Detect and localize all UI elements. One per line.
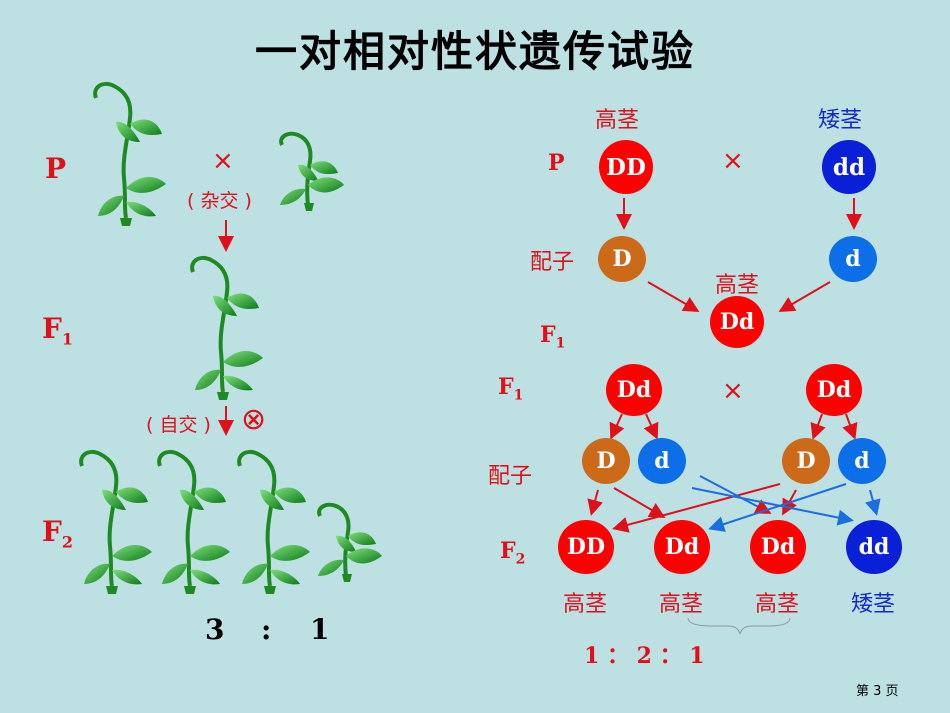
arrow-d-to-Dd2 bbox=[699, 475, 772, 514]
right-f1b-label: F1 bbox=[498, 374, 524, 404]
arrow-D2-to-Dd2 bbox=[782, 489, 797, 516]
arrow-f1r-to-d bbox=[842, 413, 858, 440]
gamete-label: 配子 bbox=[530, 250, 575, 275]
f2-genotype-dd: dd bbox=[846, 520, 902, 574]
arrow-d2-to-dd bbox=[865, 489, 881, 516]
f1-Dd-circle: Dd bbox=[710, 296, 764, 348]
f1-gamete-d-1: d bbox=[638, 438, 686, 484]
arrow-D-to-DD bbox=[587, 489, 603, 516]
f2-tall-plant-3 bbox=[237, 449, 312, 596]
f1-tall-plant bbox=[190, 255, 265, 402]
gamete-d-circle: d bbox=[829, 236, 877, 282]
arrow-gamete-r-to-f1 bbox=[778, 281, 831, 313]
slide-title: 一对相对性状遗传试验 bbox=[254, 27, 695, 76]
short-label-top: 矮茎 bbox=[818, 108, 863, 133]
right-f1-label: F1 bbox=[540, 322, 566, 352]
f2-phenotype-4: 矮茎 bbox=[851, 592, 896, 617]
cross-text: ( 杂交 ) bbox=[187, 190, 252, 212]
selfing-symbol: ⊗ bbox=[241, 402, 267, 437]
f1-gamete-D-1: D bbox=[582, 438, 630, 484]
brace bbox=[687, 617, 791, 635]
arrow-f1l-to-D bbox=[609, 413, 625, 440]
f1-generation-label: F1 bbox=[42, 312, 74, 349]
f2-short-plant bbox=[316, 502, 384, 584]
arrow-D2-to-DD bbox=[612, 483, 781, 533]
f2-phenotype-2: 高茎 bbox=[659, 592, 704, 617]
f1-tall-label: 高茎 bbox=[715, 273, 760, 298]
f2-generation-label: F2 bbox=[42, 515, 74, 552]
f2-genotype-DD: DD bbox=[558, 520, 614, 574]
ratio-short: 1 bbox=[310, 613, 330, 646]
gamete-label-2: 配子 bbox=[488, 464, 533, 489]
right-f2-label: F2 bbox=[500, 538, 526, 568]
f1-right-Dd-circle: Dd bbox=[806, 364, 862, 416]
arrow-gamete-d-to-f1 bbox=[647, 281, 700, 313]
gamete-D-circle: D bbox=[598, 236, 646, 282]
f2-tall-plant-2 bbox=[157, 449, 232, 596]
page-number: 第 3 页 bbox=[856, 684, 899, 699]
right-p-label: P bbox=[548, 150, 565, 176]
arrow-d-to-dd bbox=[691, 487, 854, 526]
arrow-d2-to-Dd1 bbox=[708, 483, 847, 532]
f2-genotype-Dd-2: Dd bbox=[750, 520, 806, 574]
p-short-plant bbox=[278, 131, 346, 213]
f1-left-Dd-circle: Dd bbox=[606, 364, 662, 416]
parent-DD-circle: DD bbox=[599, 140, 653, 194]
arrow-D-to-Dd1 bbox=[613, 487, 666, 519]
ratio-tall: 3 bbox=[205, 613, 225, 646]
right-cross-symbol-2: × bbox=[722, 376, 744, 406]
f1-gamete-d-2: d bbox=[838, 438, 886, 484]
p-tall-plant bbox=[93, 81, 168, 228]
ratio-colon: : bbox=[261, 613, 272, 646]
p-generation-label: P bbox=[45, 152, 67, 185]
genotype-ratio: 1 ： 2 ： 1 bbox=[584, 643, 705, 669]
f2-genotype-Dd-1: Dd bbox=[654, 520, 710, 574]
f2-tall-plant-1 bbox=[79, 449, 154, 596]
parent-dd-circle: dd bbox=[822, 140, 876, 194]
f2-phenotype-3: 高茎 bbox=[755, 592, 800, 617]
right-cross-symbol: × bbox=[722, 146, 744, 176]
f2-phenotype-1: 高茎 bbox=[563, 592, 608, 617]
f1-gamete-D-2: D bbox=[782, 438, 830, 484]
selfing-text: ( 自交 ) bbox=[146, 414, 211, 436]
arrow-f1l-to-d bbox=[643, 413, 659, 440]
tall-label-top: 高茎 bbox=[595, 108, 640, 133]
cross-symbol: × bbox=[212, 146, 234, 176]
arrow-f1r-to-D bbox=[810, 413, 826, 440]
